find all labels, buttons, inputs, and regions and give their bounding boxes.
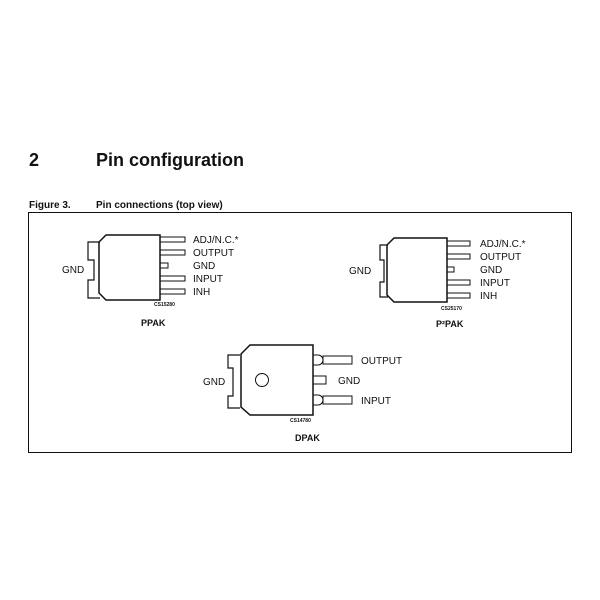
ppak-tab-label: GND: [62, 265, 84, 276]
p2pak-name: P²PAK: [436, 319, 464, 329]
ppak-body: [98, 234, 161, 301]
ppak-pin-label: INPUT: [193, 274, 223, 285]
dpak-code: CS14780: [290, 418, 311, 424]
section-number: 2: [29, 150, 40, 170]
p2pak-leads: [446, 240, 471, 299]
ppak-pin-label: INH: [193, 287, 210, 298]
p2pak-pin-label: GND: [480, 265, 502, 276]
p2pak-pin-label: INPUT: [480, 278, 510, 289]
ppak-pin-label: GND: [193, 261, 215, 272]
p2pak-body: [386, 237, 448, 303]
p2pak-tab: [379, 244, 388, 298]
ppak-pin-label: OUTPUT: [193, 248, 234, 259]
p2pak-tab-label: GND: [349, 266, 371, 277]
figure-caption: Pin connections (top view): [96, 200, 223, 211]
p2pak-code: CS25170: [441, 306, 462, 312]
dpak-tab: [227, 354, 240, 409]
dpak-mount-hole: [255, 373, 269, 387]
p2pak-package: GND ADJ/N.C.* OUTPUT GND INPUT INH CS251…: [349, 237, 526, 329]
p2pak-pin-label: OUTPUT: [480, 252, 521, 263]
section-title: Pin configuration: [96, 150, 244, 170]
ppak-leads: [159, 236, 186, 295]
dpak-leads: [312, 354, 353, 406]
p2pak-pin-label: ADJ/N.C.*: [480, 239, 526, 250]
figure-frame: [28, 212, 572, 453]
ppak-code: CS15280: [154, 302, 175, 308]
dpak-pin-label: GND: [338, 376, 360, 387]
dpak-tab-label: GND: [203, 377, 225, 388]
figure-label: Figure 3.: [29, 200, 71, 211]
dpak-name: DPAK: [295, 433, 320, 443]
dpak-pin-label: OUTPUT: [361, 356, 402, 367]
dpak-pin-label: INPUT: [361, 396, 391, 407]
dpak-body: [240, 344, 314, 416]
p2pak-pin-label: INH: [480, 291, 497, 302]
ppak-package: GND ADJ/N.C.* OUTPUT GND INPUT INH CS152…: [62, 234, 239, 328]
dpak-package: GND OUTPUT GND INPUT CS14780 DPAK: [203, 344, 402, 443]
ppak-pin-label: ADJ/N.C.*: [193, 235, 239, 246]
ppak-tab: [87, 241, 100, 299]
ppak-name: PPAK: [141, 318, 166, 328]
